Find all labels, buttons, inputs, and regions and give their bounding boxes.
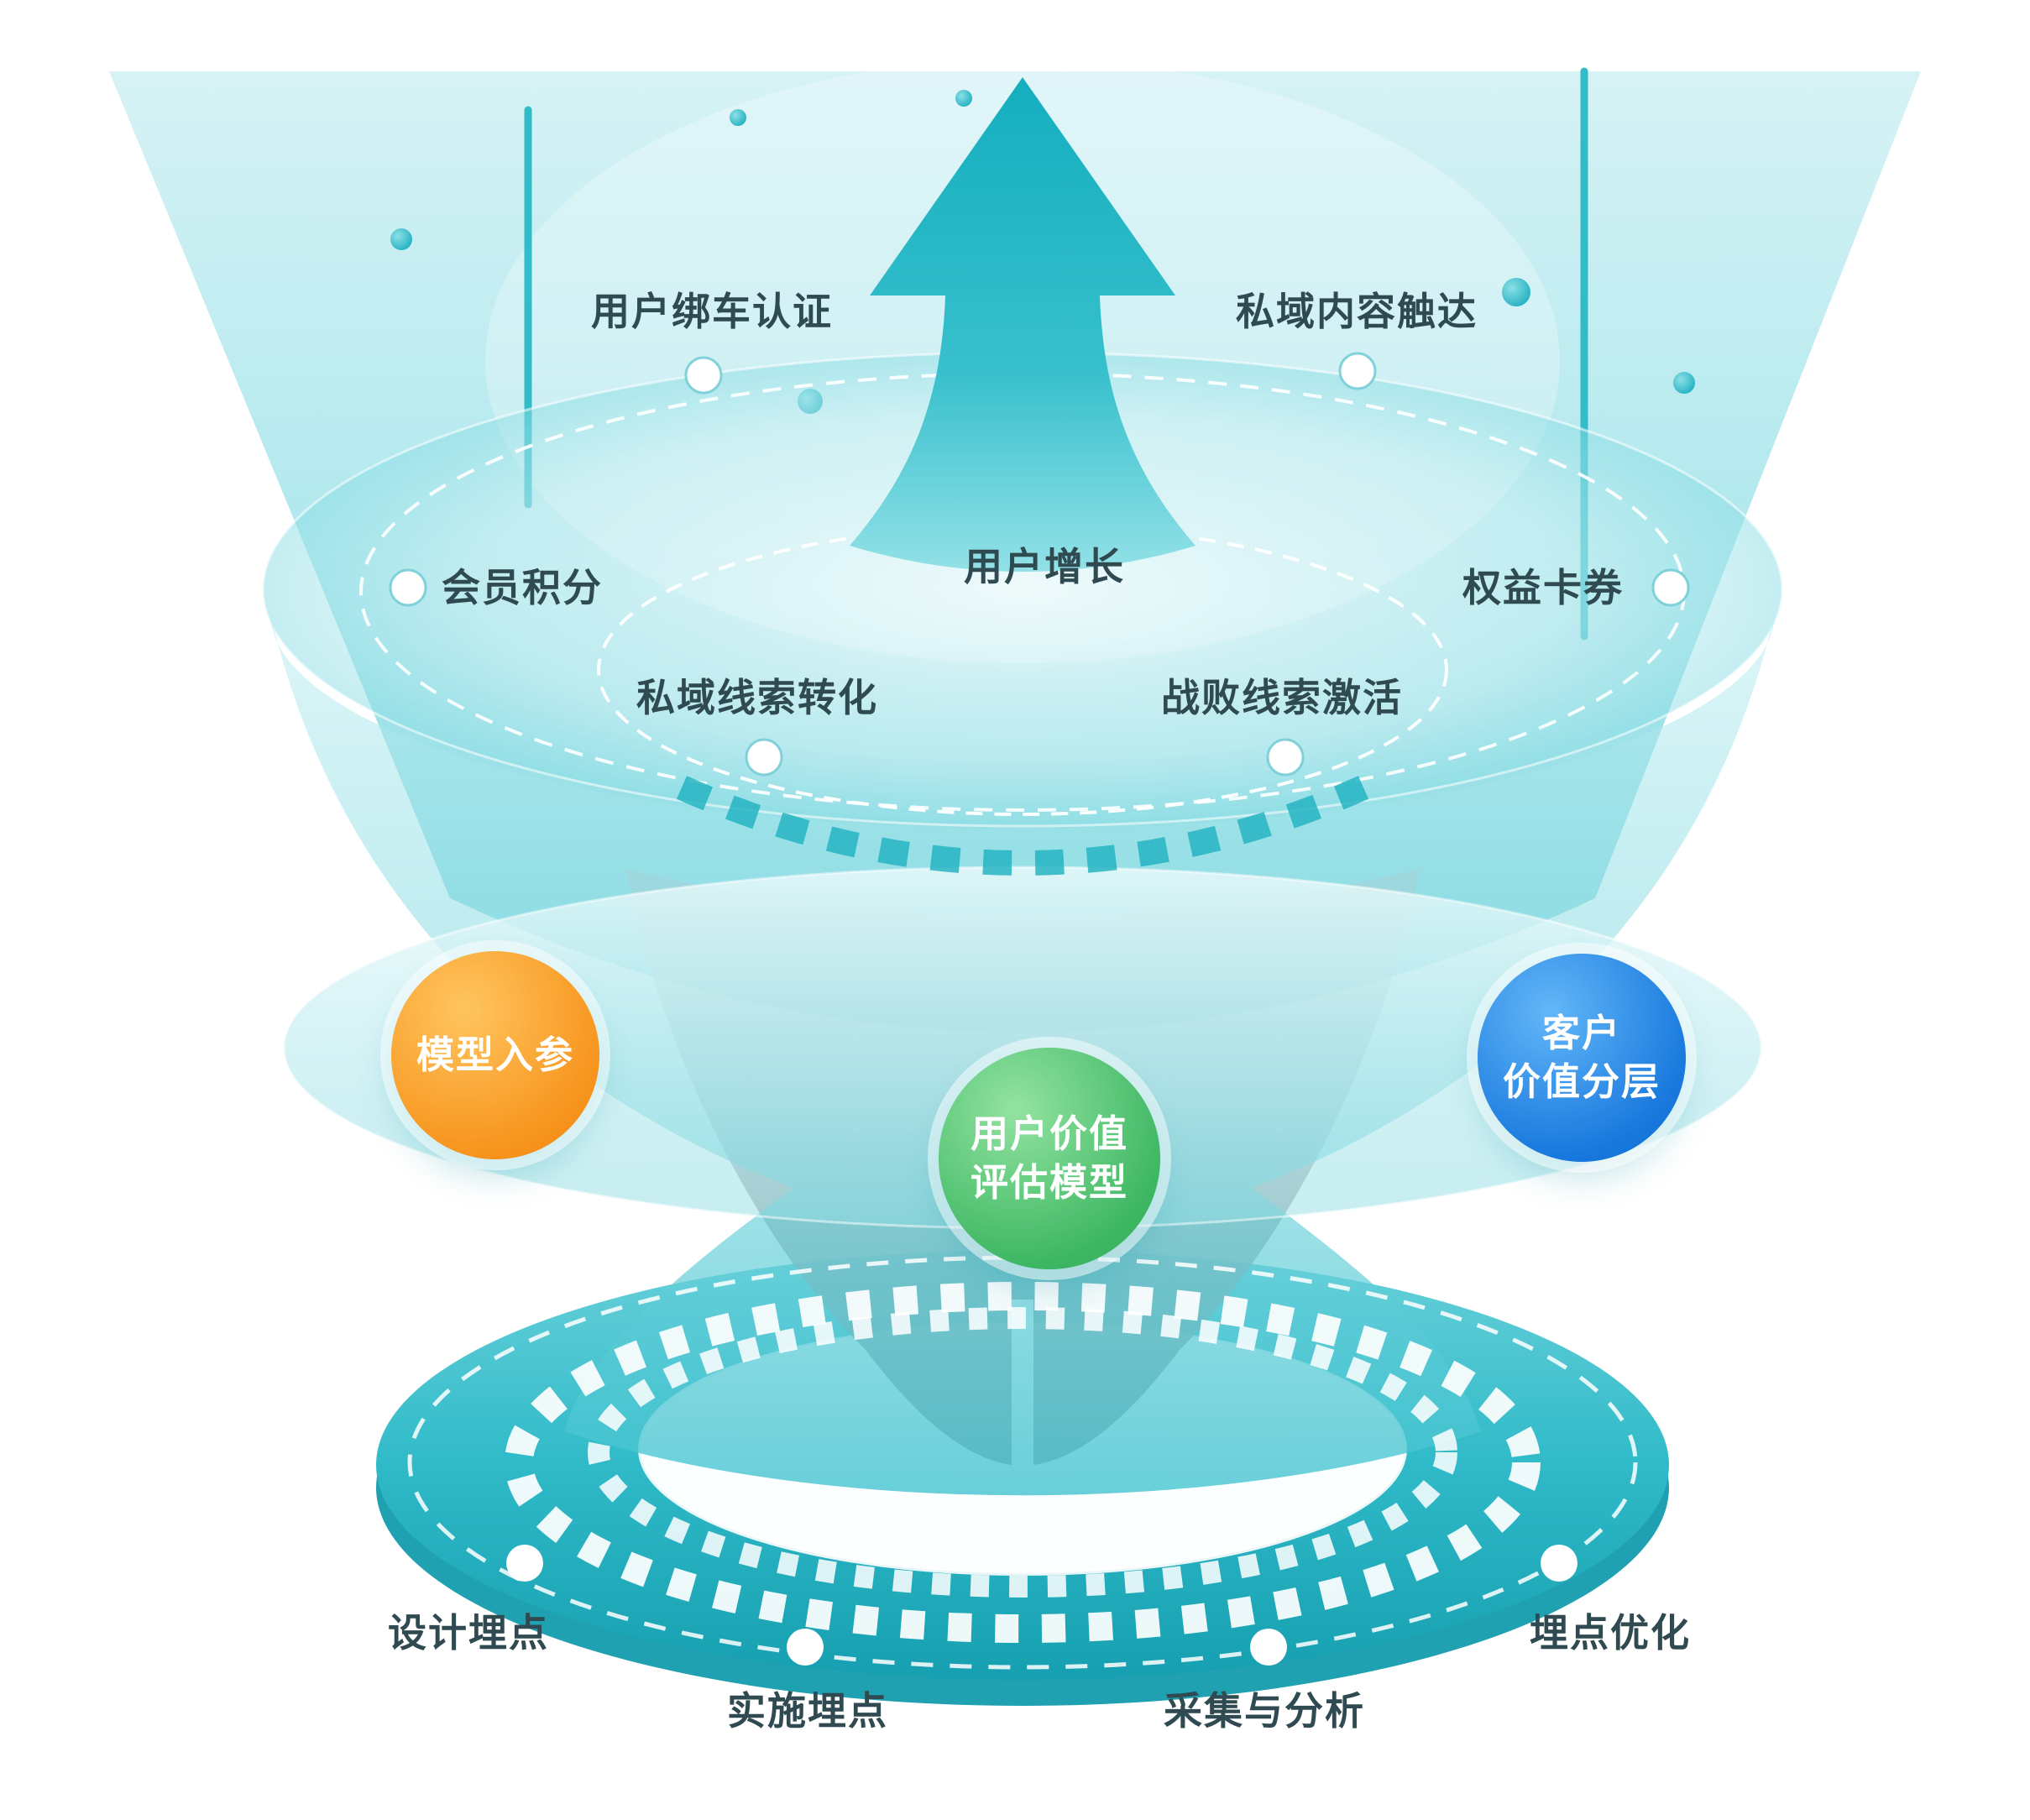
dot-marker xyxy=(787,1629,824,1666)
dot-marker xyxy=(1338,352,1377,390)
bubble-dot xyxy=(730,109,746,126)
node-model-input: 模型入参 xyxy=(391,951,599,1159)
bubble-dot xyxy=(955,90,972,107)
dot-marker xyxy=(684,356,723,395)
node-model-input-label: 模型入参 xyxy=(416,1032,574,1077)
dot-marker xyxy=(506,1545,543,1582)
dot-marker xyxy=(745,738,783,777)
label-tracking-optimization: 埋点优化 xyxy=(1530,1610,1691,1655)
node-customer-value-layering-label: 客户 价值分层 xyxy=(1502,1010,1661,1105)
label-collect-analyze: 采集与分析 xyxy=(1164,1688,1365,1734)
label-rights-coupons: 权益卡券 xyxy=(1462,565,1624,610)
tick-arc-teal xyxy=(676,776,1369,876)
label-private-content-reach: 私域内容触达 xyxy=(1236,289,1478,334)
dot-marker xyxy=(1541,1545,1577,1582)
dot-marker xyxy=(389,568,427,607)
bubble-dot xyxy=(1673,372,1695,394)
label-member-points: 会员积分 xyxy=(442,565,603,610)
ring-ticks-outer xyxy=(505,1282,1541,1643)
bubble-dot xyxy=(1502,278,1530,306)
node-customer-value-layering: 客户 价值分层 xyxy=(1478,954,1686,1162)
label-design-tracking: 设计埋点 xyxy=(388,1610,549,1655)
node-user-value-model-label: 用户价值 评估模型 xyxy=(970,1111,1128,1205)
dot-marker xyxy=(1651,568,1690,607)
marker-dots-top xyxy=(389,352,1690,777)
dot-marker xyxy=(1250,1629,1287,1666)
marker-dots-bottom xyxy=(506,1545,1577,1666)
label-user-growth: 用户增长 xyxy=(964,544,1125,589)
orbit-dashed-inner xyxy=(597,524,1448,816)
up-arrow-icon xyxy=(850,77,1196,572)
dot-marker xyxy=(1266,738,1305,777)
label-user-car-binding: 用户绑车认证 xyxy=(591,289,833,334)
node-user-value-model: 用户价值 评估模型 xyxy=(939,1048,1160,1269)
bubble-dot xyxy=(390,228,412,250)
label-implement-tracking: 实施埋点 xyxy=(727,1688,888,1734)
ring-ticks-inner xyxy=(588,1307,1457,1598)
label-lost-lead-activation: 战败线索激活 xyxy=(1161,675,1403,720)
label-private-lead-conversion: 私域线索转化 xyxy=(636,675,878,720)
